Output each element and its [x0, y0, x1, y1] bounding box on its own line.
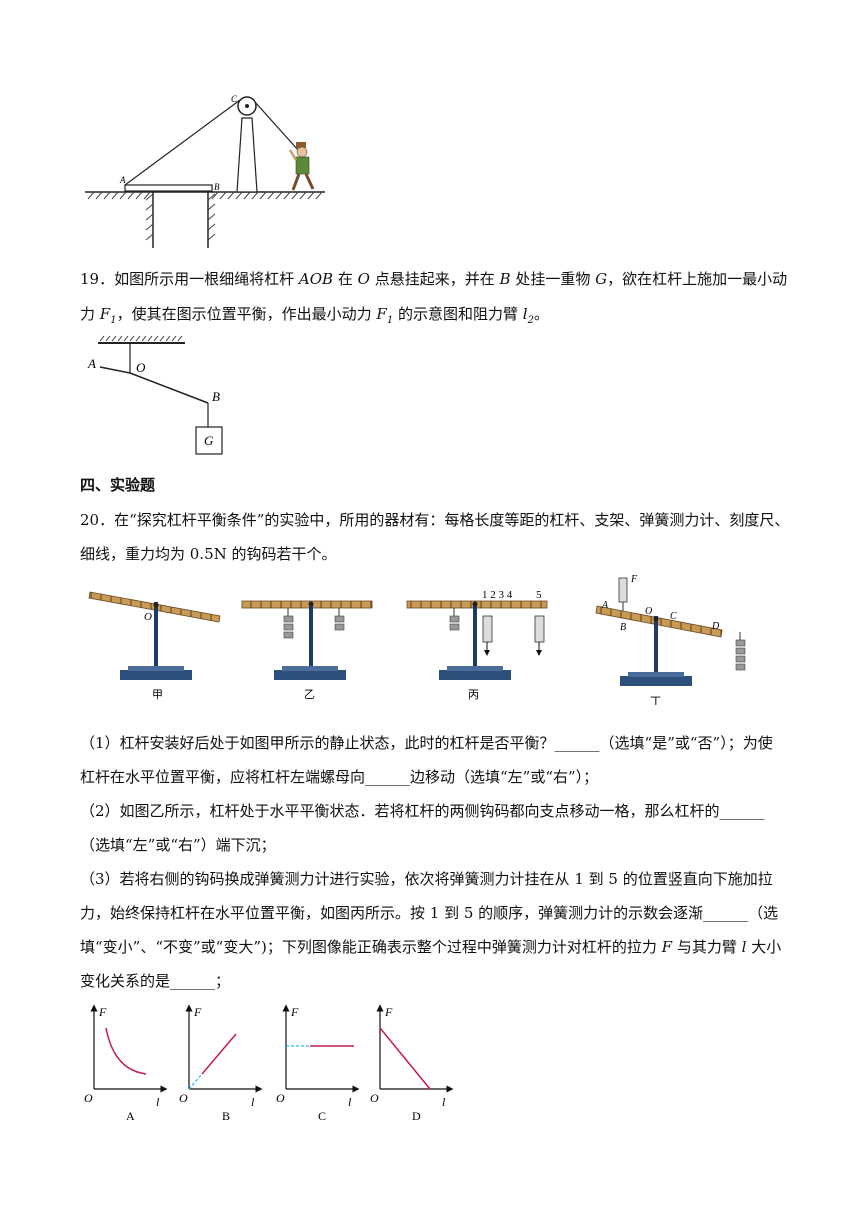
- label-A: A: [601, 600, 609, 611]
- section-title: 四、实验题: [80, 476, 156, 494]
- figure-jia: O 甲: [88, 591, 221, 701]
- svg-text:A: A: [126, 1109, 135, 1123]
- svg-text:F: F: [384, 1005, 393, 1019]
- figure-bing: 1 2 3 4 5 丙: [406, 589, 548, 701]
- svg-text:F: F: [193, 1005, 202, 1019]
- svg-text:D: D: [412, 1109, 421, 1123]
- q20-p1-line2: 杠杆在水平位置平衡，应将杠杆左端螺母向______边移动（选填“左”或“右”）；: [80, 768, 599, 786]
- label-O: O: [645, 606, 652, 617]
- svg-text:F: F: [98, 1005, 107, 1019]
- label-D: D: [711, 621, 720, 632]
- caption-jia: 甲: [152, 689, 163, 701]
- svg-text:l: l: [251, 1095, 255, 1109]
- svg-text:l: l: [156, 1095, 160, 1109]
- q20-p2-line1: （2）如图乙所示，杠杆处于水平平衡状态．若将杠杆的两侧钩码都向支点移动一格，那么…: [80, 802, 765, 820]
- figure-ding: F A B O C D 丁: [595, 574, 746, 705]
- label-C: C: [231, 94, 238, 104]
- svg-text:O: O: [370, 1091, 379, 1105]
- svg-text:l: l: [442, 1095, 446, 1109]
- q20-p3-line4: 变化关系的是______；: [80, 972, 231, 990]
- label-O: O: [144, 611, 152, 623]
- graphs-f-vs-l: F O l A F O l B F O l C F O l D: [84, 1004, 454, 1123]
- svg-text:O: O: [276, 1091, 285, 1105]
- figure-lever-aob: A O B G: [87, 335, 223, 455]
- q20-p3-line1: （3）若将右侧的钩码换成弹簧测力计进行实验，依次将弹簧测力计挂在从 1 到 5 …: [80, 870, 773, 888]
- label-A: A: [119, 175, 126, 185]
- svg-text:O: O: [179, 1091, 188, 1105]
- graph-B: F O l B: [179, 1004, 263, 1123]
- q20-p1-line1: （1）杠杆安装好后处于如图甲所示的静止状态，此时的杠杆是否平衡？______（选…: [80, 734, 773, 752]
- figure-drawbridge: A B C: [85, 94, 325, 248]
- label-F: F: [630, 574, 638, 585]
- graph-C: F O l C: [276, 1004, 360, 1123]
- q20-p3-line2: 力，始终保持杠杆在水平位置平衡，如图丙所示。按 1 到 5 的顺序，弹簧测力计的…: [80, 904, 779, 922]
- q19-line1: 19．如图所示用一根细绳将杠杆 AOB 在 O 点悬挂起来，并在 B 处挂一重物…: [80, 270, 788, 288]
- label-B: B: [212, 389, 220, 404]
- svg-text:O: O: [84, 1091, 93, 1105]
- svg-text:C: C: [318, 1109, 326, 1123]
- caption-ding: 丁: [650, 696, 661, 705]
- ruler-numbers: 1 2 3 4: [482, 589, 513, 601]
- label-B: B: [620, 622, 626, 633]
- q19-line2: 力 F1，使其在图示位置平衡，作出最小动力 F1 的示意图和阻力臂 l2。: [80, 305, 549, 326]
- caption-bing: 丙: [468, 689, 479, 701]
- label-O: O: [136, 360, 146, 375]
- label-A: A: [87, 356, 96, 371]
- person-pulling-figure: [288, 142, 315, 191]
- q20-p2-line2: （选填“左”或“右”）端下沉；: [80, 836, 276, 854]
- caption-yi: 乙: [304, 688, 315, 701]
- svg-text:B: B: [222, 1109, 230, 1123]
- svg-text:F: F: [290, 1005, 299, 1019]
- q20-line1: 20．在“探究杠杆平衡条件”的实验中，所用的器材有：每格长度等距的杠杆、支架、弹…: [80, 511, 790, 529]
- label-B: B: [214, 182, 220, 192]
- graph-D: F O l D: [370, 1004, 454, 1123]
- figure-lever-experiments: O 甲 乙 1 2 3 4 5 丙: [88, 574, 746, 705]
- q20-line2: 细线，重力均为 0.5N 的钩码若干个。: [80, 545, 337, 563]
- q20-p3-line3: 填“变小”、“不变”或“变大”)；下列图像能正确表示整个过程中弹簧测力计对杠杆的…: [80, 938, 782, 956]
- ruler-five: 5: [536, 589, 542, 601]
- svg-text:l: l: [348, 1095, 352, 1109]
- figure-yi: 乙: [241, 600, 373, 701]
- label-G: G: [204, 433, 214, 448]
- label-C: C: [670, 611, 677, 622]
- graph-A: F O l A: [84, 1004, 168, 1123]
